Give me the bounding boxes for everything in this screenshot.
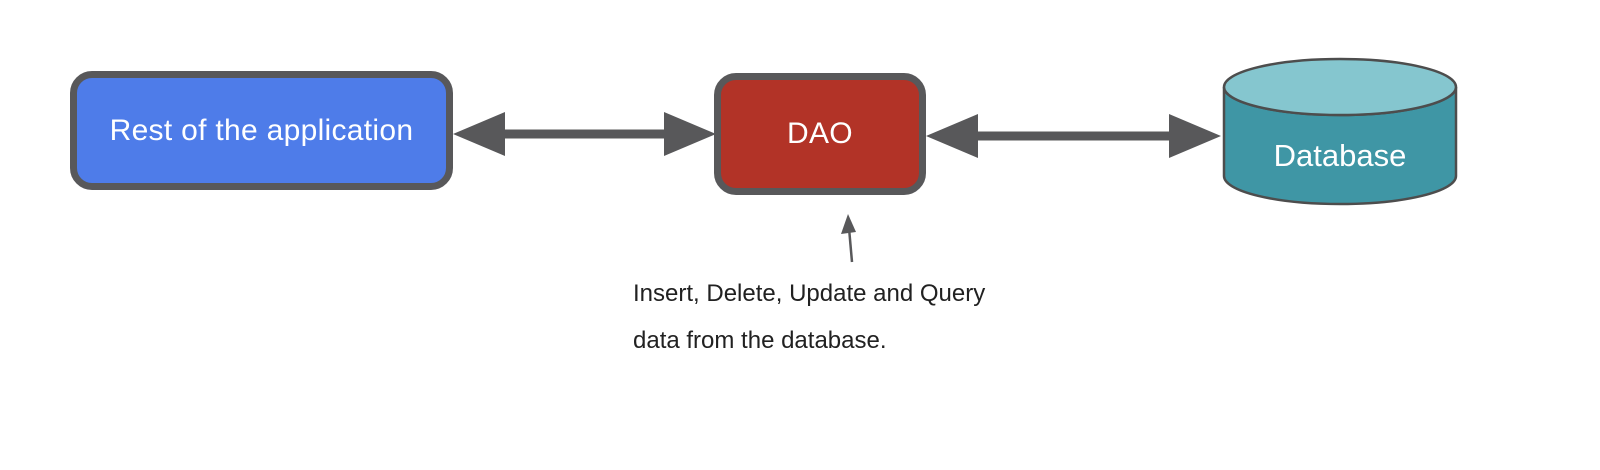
caption-line-2: data from the database. <box>633 327 887 354</box>
node-database: Database <box>1222 57 1458 207</box>
arrow-shaft <box>971 131 1176 141</box>
arrowhead-left-icon <box>453 112 505 156</box>
double-arrow-rest-dao <box>453 112 716 156</box>
node-database-label: Database <box>1273 138 1407 173</box>
caption-up-arrow-icon <box>841 214 856 263</box>
node-dao: DAO <box>714 73 926 195</box>
caption-line-1: Insert, Delete, Update and Query <box>633 280 986 307</box>
caption: Insert, Delete, Update and Query data fr… <box>633 270 985 364</box>
database-cylinder-icon <box>1222 57 1458 206</box>
node-rest-of-application-label: Rest of the application <box>109 113 414 147</box>
node-rest-of-application: Rest of the application <box>70 71 453 190</box>
node-dao-label: DAO <box>787 117 853 150</box>
arrow-shaft <box>498 129 671 139</box>
arrow-shaft <box>847 227 854 263</box>
arrowhead-up-icon <box>841 214 856 234</box>
cylinder-top <box>1222 57 1458 117</box>
arrowhead-right-icon <box>664 112 716 156</box>
arrowhead-left-icon <box>926 114 978 158</box>
double-arrow-dao-database <box>926 114 1221 158</box>
arrowhead-right-icon <box>1169 114 1221 158</box>
